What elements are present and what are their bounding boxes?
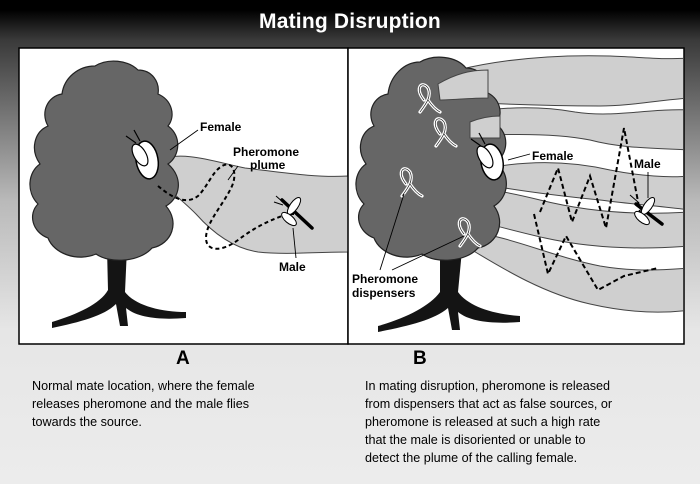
- female-moth-b: [470, 132, 505, 181]
- label-pheromone-dispensers-b-line1: Pheromone: [352, 272, 418, 286]
- caption-b-line: detect the plume of the calling female.: [365, 451, 578, 465]
- caption-a-line: towards the source.: [32, 415, 142, 429]
- label-female-a: Female: [200, 120, 242, 134]
- leader-lines-a: [169, 129, 297, 259]
- tree-crown-b: [355, 56, 507, 261]
- male-flight-path-a: [157, 163, 295, 250]
- caption-a: Normal mate location, where the female r…: [32, 377, 255, 431]
- tree-trunk-b: [378, 250, 520, 332]
- label-pheromone-plume-a-line1: Pheromone: [233, 145, 299, 159]
- male-moth-b: [629, 194, 664, 226]
- label-male-b: Male: [634, 157, 661, 171]
- caption-b: In mating disruption, pheromone is relea…: [365, 377, 612, 467]
- figure-title: Mating Disruption: [259, 10, 441, 33]
- caption-b-line: that the male is disoriented or unable t…: [365, 433, 586, 447]
- tree-crown-a: [29, 60, 179, 261]
- caption-b-line: from dispensers that act as false source…: [365, 397, 613, 411]
- caption-b-line: In mating disruption, pheromone is relea…: [365, 379, 611, 393]
- caption-b-line: pheromone is released at such a high rat…: [365, 415, 601, 429]
- caption-a-line: Normal mate location, where the female: [32, 379, 255, 393]
- panel-a-letter: A: [176, 348, 190, 369]
- male-flight-path-b: [533, 127, 659, 292]
- panel-b: Female Male Pheromone dispensers: [347, 47, 685, 345]
- label-female-b: Female: [532, 149, 574, 163]
- male-moth-a: [273, 195, 314, 230]
- label-pheromone-plume-a-line2: plume: [250, 158, 286, 172]
- tree-trunk-a: [52, 248, 186, 328]
- panel-b-letter: B: [413, 348, 427, 369]
- plume-overlaps-b: [437, 69, 501, 139]
- label-male-a: Male: [279, 260, 306, 274]
- caption-a-line: releases pheromone and the male flies: [32, 397, 250, 411]
- panel-a: Female Pheromone plume Male: [18, 47, 349, 345]
- label-pheromone-dispensers-b-line2: dispensers: [352, 286, 416, 300]
- leader-lines-b: [379, 153, 649, 271]
- female-moth-a: [125, 129, 160, 180]
- pheromone-plume-a: [155, 155, 349, 254]
